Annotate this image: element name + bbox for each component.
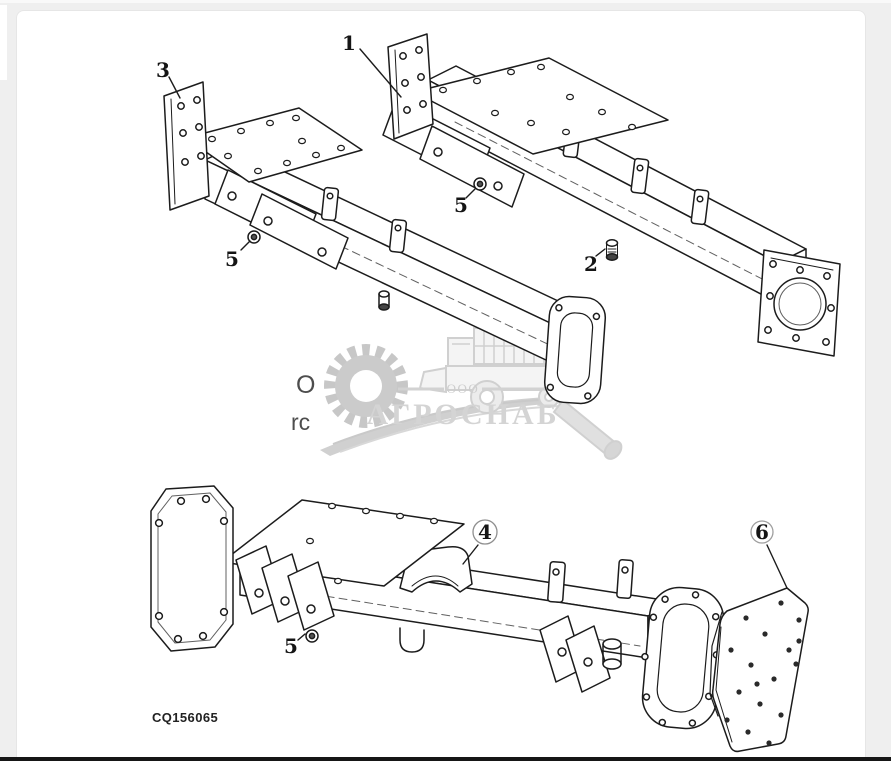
callout-2-label: 2 xyxy=(584,252,598,276)
top-strip xyxy=(0,0,891,3)
diagram-card xyxy=(16,10,866,761)
callout-6-label: 6 xyxy=(755,520,769,544)
callout-5-bottom-label: 5 xyxy=(284,634,298,658)
figure-code: CQ156065 xyxy=(152,710,219,725)
callout-3-label: 3 xyxy=(156,58,170,82)
hidden-text-fragment-bottom: rc xyxy=(291,409,311,435)
callout-5-top-left-label: 5 xyxy=(225,247,239,271)
hidden-text-fragment-top: O xyxy=(296,371,316,399)
callout-1-label: 1 xyxy=(342,31,356,55)
callout-5-top-right-label: 5 xyxy=(454,193,468,217)
bottom-bar xyxy=(0,757,891,761)
left-white-block xyxy=(0,5,7,80)
callout-4-label: 4 xyxy=(478,520,492,544)
